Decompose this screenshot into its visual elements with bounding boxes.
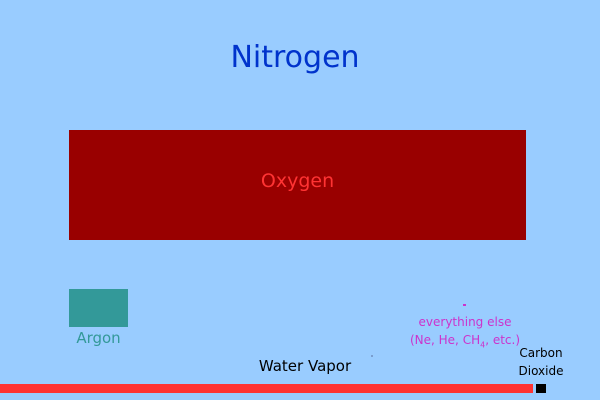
gas-list-suffix: , etc.)	[485, 333, 520, 347]
water-vapor-label: Water Vapor	[258, 357, 352, 375]
methane-subscript: 4	[480, 340, 486, 350]
argon-block	[69, 289, 128, 327]
carbon-dioxide-block	[536, 384, 546, 393]
carbon-dioxide-label: Carbon Dioxide	[506, 344, 576, 380]
everything-else-label: everything else (Ne, He, CH4, etc.)	[395, 313, 535, 354]
oxygen-label: Oxygen	[260, 170, 335, 192]
water-vapor-dot	[371, 355, 373, 357]
nitrogen-label: Nitrogen	[230, 40, 360, 75]
oxygen-block: Oxygen	[69, 130, 526, 240]
argon-label: Argon	[76, 329, 121, 347]
everything-else-line2: (Ne, He, CH4, etc.)	[395, 331, 535, 354]
carbon-dioxide-line2: Dioxide	[518, 364, 564, 378]
gas-list-prefix: (Ne, He, CH	[409, 333, 481, 347]
carbon-dioxide-line1: Carbon	[519, 346, 563, 360]
everything-else-line1: everything else	[418, 315, 512, 329]
everything-else-block	[463, 304, 466, 306]
water-vapor-bar	[0, 384, 533, 393]
